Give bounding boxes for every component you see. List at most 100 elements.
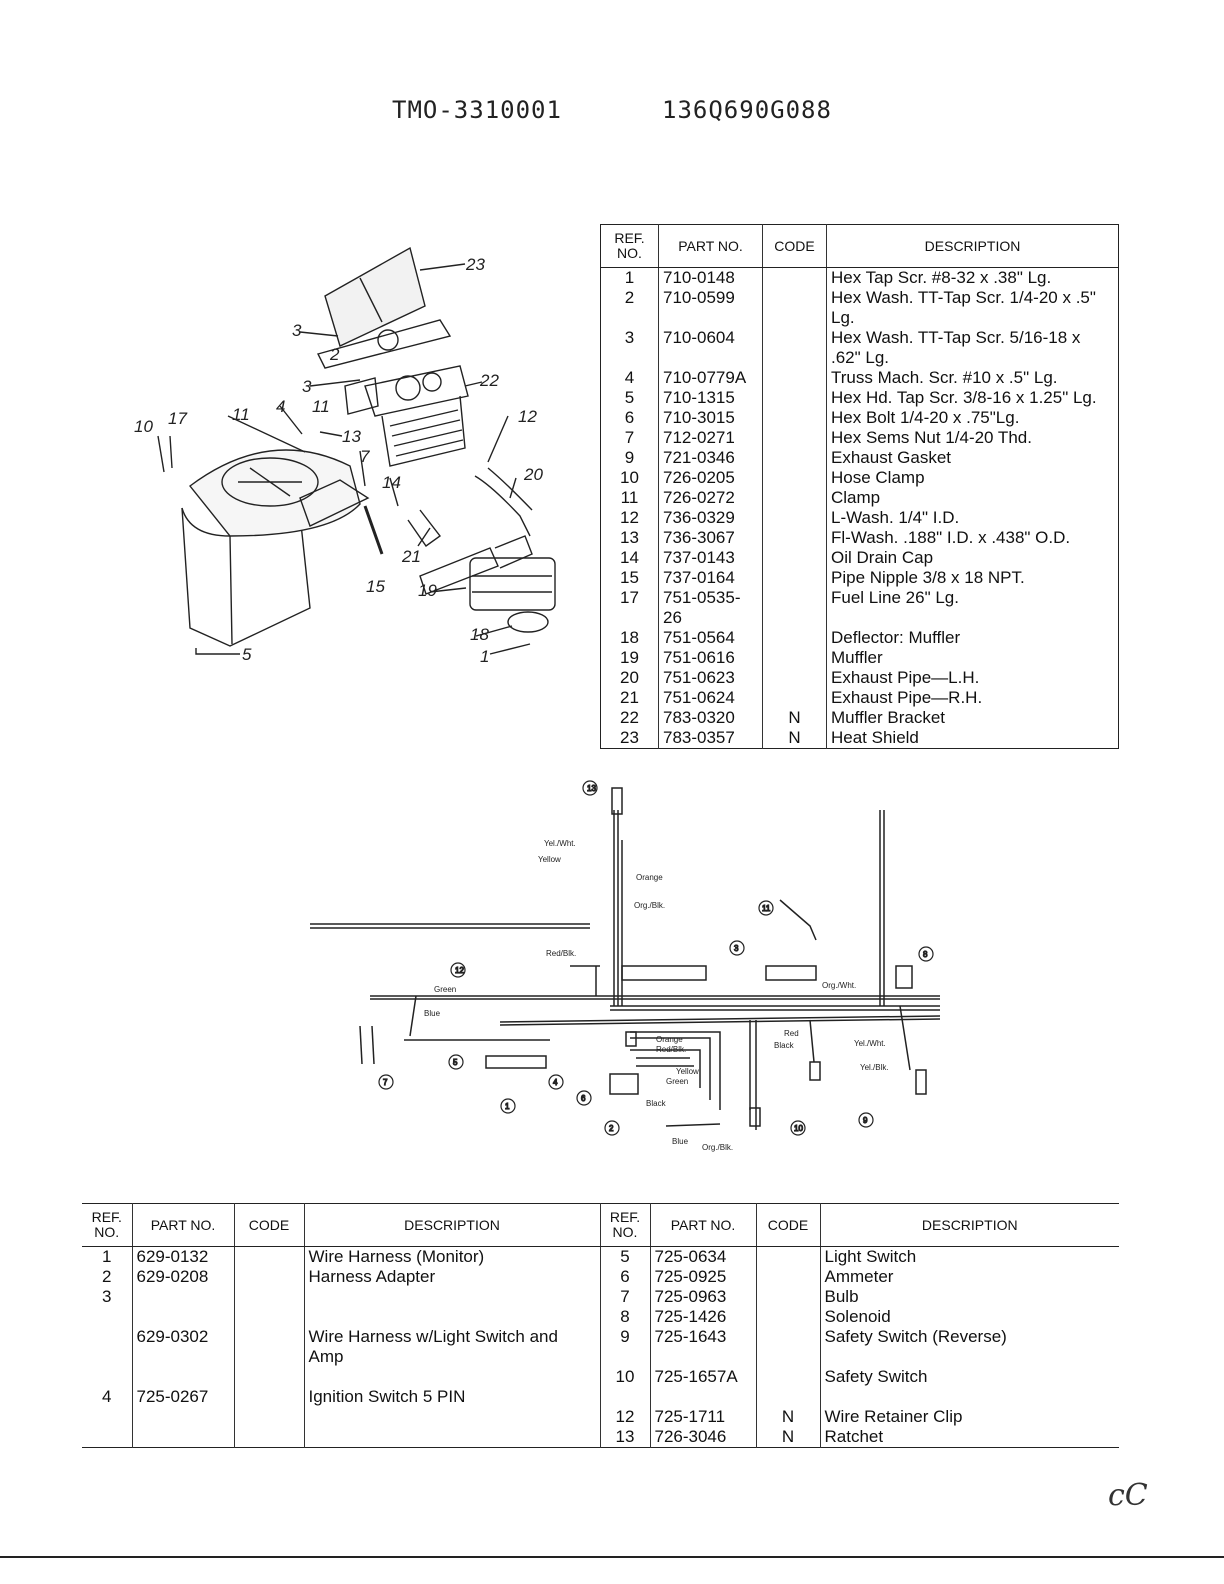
cell-code	[762, 267, 827, 288]
callout-11b: 11	[232, 405, 250, 424]
cell-ref: 1	[102, 1247, 112, 1266]
code-header-left: CODE	[233, 1203, 304, 1247]
cell-desc: Ignition Switch 5 PIN	[303, 1387, 600, 1407]
cell-part: 726-0272	[658, 488, 763, 508]
cell-code	[233, 1407, 304, 1427]
cell-code	[755, 1387, 820, 1407]
cell-part: 629-0302	[131, 1327, 234, 1367]
part-no-header-right: PART NO.	[649, 1203, 756, 1247]
cell-ref	[82, 1327, 132, 1367]
cell-code	[233, 1307, 304, 1327]
cell-ref: 10	[620, 468, 639, 487]
callout-17: 17	[168, 409, 187, 428]
cell-code	[762, 568, 827, 588]
cell-desc: Hex Tap Scr. #8-32 x .38" Lg.	[826, 267, 1119, 288]
cell-part: 725-0925	[649, 1267, 756, 1287]
cell-ref: 5	[624, 388, 635, 407]
cell-part	[131, 1287, 234, 1307]
svg-text:4: 4	[553, 1078, 558, 1087]
svg-text:13: 13	[587, 784, 596, 793]
cell-part: 710-0599	[658, 288, 763, 328]
exploded-view-diagram: 23 3 2 22 3 11 4 13 12 10 17 11 7 14 20 …	[134, 246, 556, 666]
cell-ref: 8	[599, 1307, 650, 1327]
cell-ref: 23	[620, 728, 639, 747]
cell-part	[131, 1367, 234, 1387]
callout-circle-2: 2	[604, 1120, 620, 1136]
cell-code	[762, 648, 827, 668]
electrical-parts-table: REF. NO. PART NO. CODE DESCRIPTION REF. …	[82, 1203, 1119, 1448]
wire-label-red: Red	[784, 1029, 799, 1038]
cell-part: 721-0346	[658, 448, 763, 468]
model-number: TMO-3310001	[392, 96, 562, 124]
cell-part	[131, 1307, 234, 1327]
cell-part: 712-0271	[658, 428, 763, 448]
page-bottom-rule	[0, 1556, 1224, 1558]
cell-ref: 6	[599, 1267, 650, 1287]
callout-circle-7: 7	[378, 1074, 394, 1090]
wire-color-labels: Yel./Wht. Yellow Orange Org./Blk. Red/Bl…	[424, 839, 889, 1152]
cell-ref: 7	[624, 428, 635, 447]
wire-label-green: Green	[434, 985, 456, 994]
part-no-header-left: PART NO.	[131, 1203, 234, 1247]
cell-ref: 3	[624, 328, 635, 347]
cell-part: 725-1657A	[649, 1367, 756, 1387]
wire-label-orange-2: Orange	[656, 1035, 683, 1044]
callout-circle-4: 4	[548, 1074, 564, 1090]
wire-label-green-2: Green	[666, 1077, 688, 1086]
cell-code	[762, 388, 827, 408]
callout-circle-13: 13	[582, 780, 598, 796]
cell-desc: Solenoid	[819, 1307, 1119, 1327]
wire-label-blue-2: Blue	[672, 1137, 689, 1146]
wire-label-org-blk: Org./Blk.	[634, 901, 665, 910]
cell-code	[755, 1307, 820, 1327]
cell-code	[762, 368, 827, 388]
cell-ref: 2	[102, 1267, 112, 1286]
cell-code	[233, 1287, 304, 1307]
cell-ref: 13	[620, 528, 639, 547]
cell-ref: 9	[624, 448, 635, 467]
cell-code	[233, 1327, 304, 1367]
cell-code	[762, 668, 827, 688]
callout-11a: 11	[312, 397, 330, 416]
cell-desc	[303, 1307, 600, 1327]
cell-ref	[82, 1367, 132, 1387]
wire-label-black-2: Black	[774, 1041, 795, 1050]
callout-circle-1: 1	[500, 1098, 516, 1114]
callout-5: 5	[242, 645, 252, 664]
cell-code	[755, 1327, 820, 1367]
cell-desc: Wire Retainer Clip	[819, 1407, 1119, 1427]
cell-code	[233, 1367, 304, 1387]
description-header: DESCRIPTION	[826, 224, 1119, 268]
cell-desc: Pipe Nipple 3/8 x 18 NPT.	[826, 568, 1119, 588]
svg-text:9: 9	[863, 1116, 868, 1125]
cell-code	[762, 468, 827, 488]
svg-text:6: 6	[581, 1094, 586, 1103]
table-header-row: REF. NO. PART NO. CODE DESCRIPTION	[600, 224, 1119, 268]
wiring-callouts: 13 12 3 7 8 5 4 1 6 9 10 2 11	[378, 780, 934, 1136]
cell-part: 710-3015	[658, 408, 763, 428]
wire-label-yel-blk: Yel./Blk.	[860, 1063, 889, 1072]
cell-ref	[599, 1387, 650, 1407]
cell-code	[233, 1387, 304, 1407]
exploded-callout-labels: 23 3 2 22 3 11 4 13 12 10 17 11 7 14 20 …	[134, 255, 543, 666]
cell-desc: Clamp	[826, 488, 1119, 508]
cell-code	[762, 488, 827, 508]
callout-circle-6: 6	[576, 1090, 592, 1106]
svg-text:7: 7	[383, 1078, 388, 1087]
cell-code	[755, 1367, 820, 1387]
cell-code	[755, 1267, 820, 1287]
cell-part: 751-0623	[658, 668, 763, 688]
callout-12: 12	[518, 407, 537, 426]
cell-part	[131, 1407, 234, 1427]
description-header-right: DESCRIPTION	[819, 1203, 1119, 1247]
cell-desc	[303, 1367, 600, 1387]
ref-no-header-right: REF. NO.	[599, 1203, 650, 1247]
